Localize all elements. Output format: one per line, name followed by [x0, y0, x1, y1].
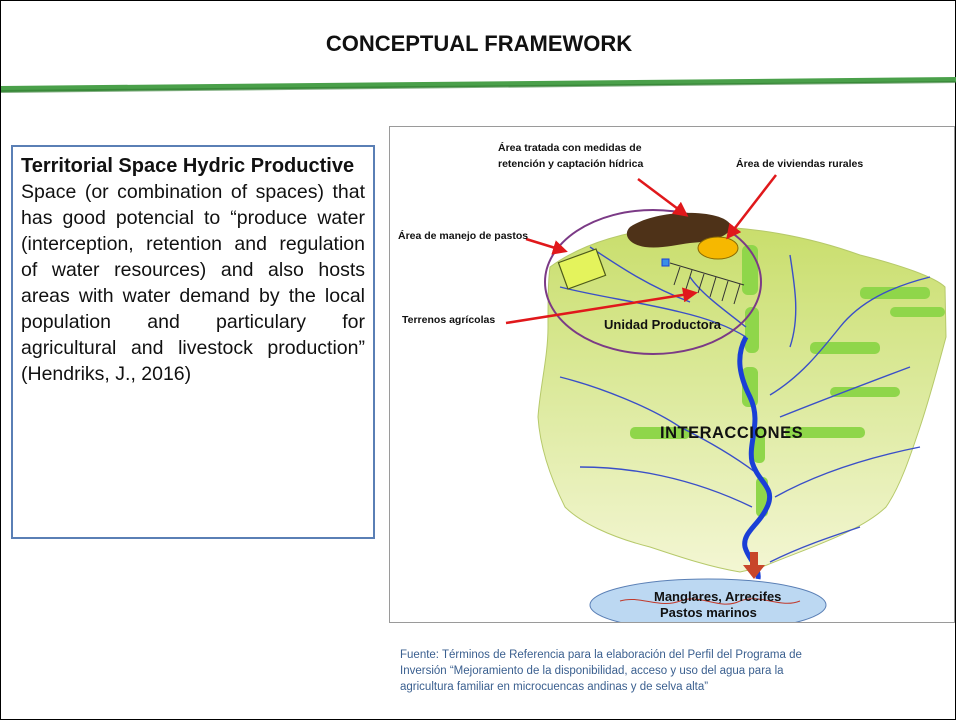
figure-caption: Fuente: Términos de Referencia para la e…	[400, 647, 940, 695]
label-interactions: INTERACCIONES	[660, 424, 803, 442]
caption-line: Fuente: Términos de Referencia para la e…	[400, 649, 802, 661]
coastal-ecosystem-ellipse	[589, 578, 827, 622]
caption-line: agricultura familiar en microcuencas and…	[400, 681, 709, 693]
watershed-diagram: Área tratada con medidas de retención y …	[389, 126, 955, 623]
label-treated-area-line1: Área tratada con medidas de	[498, 141, 642, 154]
definition-heading: Territorial Space Hydric Productive	[21, 155, 355, 177]
label-farmland: Terrenos agrícolas	[402, 314, 495, 326]
definition-body: Space (or combination of spaces) that ha…	[21, 181, 365, 385]
caption-line: Inversión “Mejoramiento de la disponibil…	[400, 665, 784, 677]
treated-area-shape	[626, 212, 731, 248]
label-pasture-management: Área de manejo de pastos	[398, 229, 528, 242]
tributaries	[559, 246, 931, 563]
rural-housing-shape	[697, 236, 739, 260]
label-outlet-line1: Manglares, Arrecifes	[654, 589, 781, 604]
production-unit-circle	[544, 209, 762, 355]
outflow-arrow	[743, 552, 765, 579]
watershed-illustration: Área tratada con medidas de retención y …	[398, 141, 947, 622]
label-production-unit: Unidad Productora	[604, 317, 722, 332]
definition-textbox: Territorial Space Hydric Productive Spac…	[11, 145, 375, 539]
coastal-squiggle	[619, 598, 801, 605]
title-divider	[1, 77, 956, 93]
terrace-hatch	[669, 262, 745, 305]
slide-title: CONCEPTUAL FRAMEWORK	[325, 31, 633, 56]
water-tank-icon	[661, 258, 670, 267]
label-rural-housing: Área de viviendas rurales	[736, 157, 863, 170]
vegetation-patches	[630, 245, 945, 517]
pasture-area-shape	[557, 248, 607, 290]
label-outlet-line2: Pastos marinos	[660, 605, 757, 620]
label-treated-area-line2: retención y captación hídrica	[498, 158, 643, 170]
label-arrows	[505, 174, 777, 325]
main-river	[737, 335, 773, 580]
